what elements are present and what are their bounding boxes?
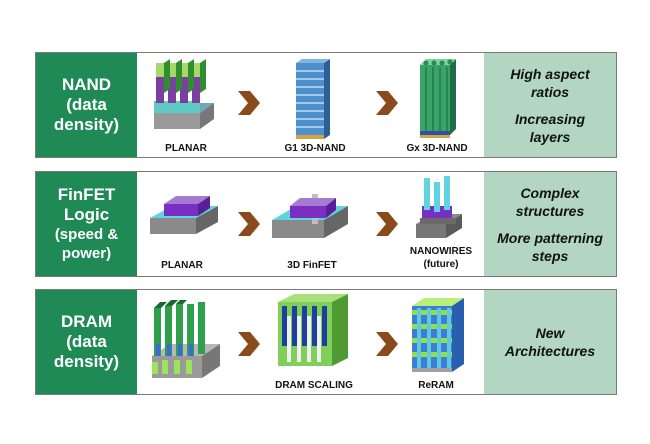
row-label-nand: NAND (data density)	[36, 53, 137, 157]
row-notes-dram: New Architectures	[484, 290, 616, 394]
note-line: ratios	[530, 83, 570, 100]
note-line: More patterning	[497, 229, 603, 246]
row-notes-finfet: Complex structures More patterning steps	[484, 172, 616, 276]
item-caption: Gx 3D-NAND	[406, 143, 468, 154]
finfet-3d-illustration	[272, 194, 348, 238]
row-dram: DRAM (data density)	[35, 289, 617, 395]
row-label-finfet: FinFET Logic (speed & power)	[36, 172, 137, 276]
item-caption: ReRAM	[418, 380, 454, 391]
item-caption: DRAM SCALING	[275, 380, 353, 391]
note-line: layers	[529, 128, 571, 145]
item-caption: 3D FinFET	[287, 260, 337, 271]
label-line: density)	[53, 352, 120, 371]
item-caption-sub: (future)	[423, 259, 459, 270]
label-line: (data	[66, 95, 107, 114]
label-line: FinFET	[57, 185, 116, 204]
row-nand: NAND (data density) PLANAR	[35, 52, 617, 158]
note-line: structures	[515, 202, 585, 219]
reram-illustration	[412, 298, 464, 372]
label-line: NAND	[61, 75, 112, 94]
gx-3d-nand-illustration	[420, 59, 456, 138]
chevron-right-icon	[376, 332, 398, 356]
note-line: New	[535, 325, 565, 341]
note-line: High aspect	[510, 65, 590, 82]
chevron-right-icon	[238, 91, 260, 115]
planar-fet-illustration	[150, 196, 218, 234]
planar-nand-illustration	[154, 59, 214, 129]
label-line: power)	[61, 245, 112, 262]
chevron-right-icon	[376, 212, 398, 236]
item-caption: G1 3D-NAND	[284, 143, 346, 154]
nanowires-illustration	[416, 176, 462, 238]
note-line: Architectures	[504, 343, 596, 359]
row-label-dram: DRAM (data density)	[36, 290, 137, 394]
dram-cell-illustration	[152, 300, 220, 378]
item-caption: PLANAR	[165, 143, 207, 154]
label-line: (data	[66, 332, 107, 351]
note-line: Complex	[520, 184, 580, 201]
item-caption: PLANAR	[161, 260, 203, 271]
note-line: steps	[531, 247, 569, 264]
chevron-right-icon	[376, 91, 398, 115]
note-line: Increasing	[514, 110, 586, 127]
label-line: (speed &	[54, 226, 119, 243]
label-line: density)	[53, 115, 120, 134]
chevron-right-icon	[238, 332, 260, 356]
row-notes-nand: High aspect ratios Increasing layers	[484, 53, 616, 157]
dram-scaling-illustration	[278, 294, 348, 366]
label-line: DRAM	[61, 312, 112, 331]
item-caption: NANOWIRES	[409, 246, 473, 257]
g1-3d-nand-illustration	[296, 59, 330, 139]
chevron-right-icon	[238, 212, 260, 236]
label-line: Logic	[63, 205, 110, 224]
row-finfet: FinFET Logic (speed & power) PLANAR 3D F…	[35, 171, 617, 277]
